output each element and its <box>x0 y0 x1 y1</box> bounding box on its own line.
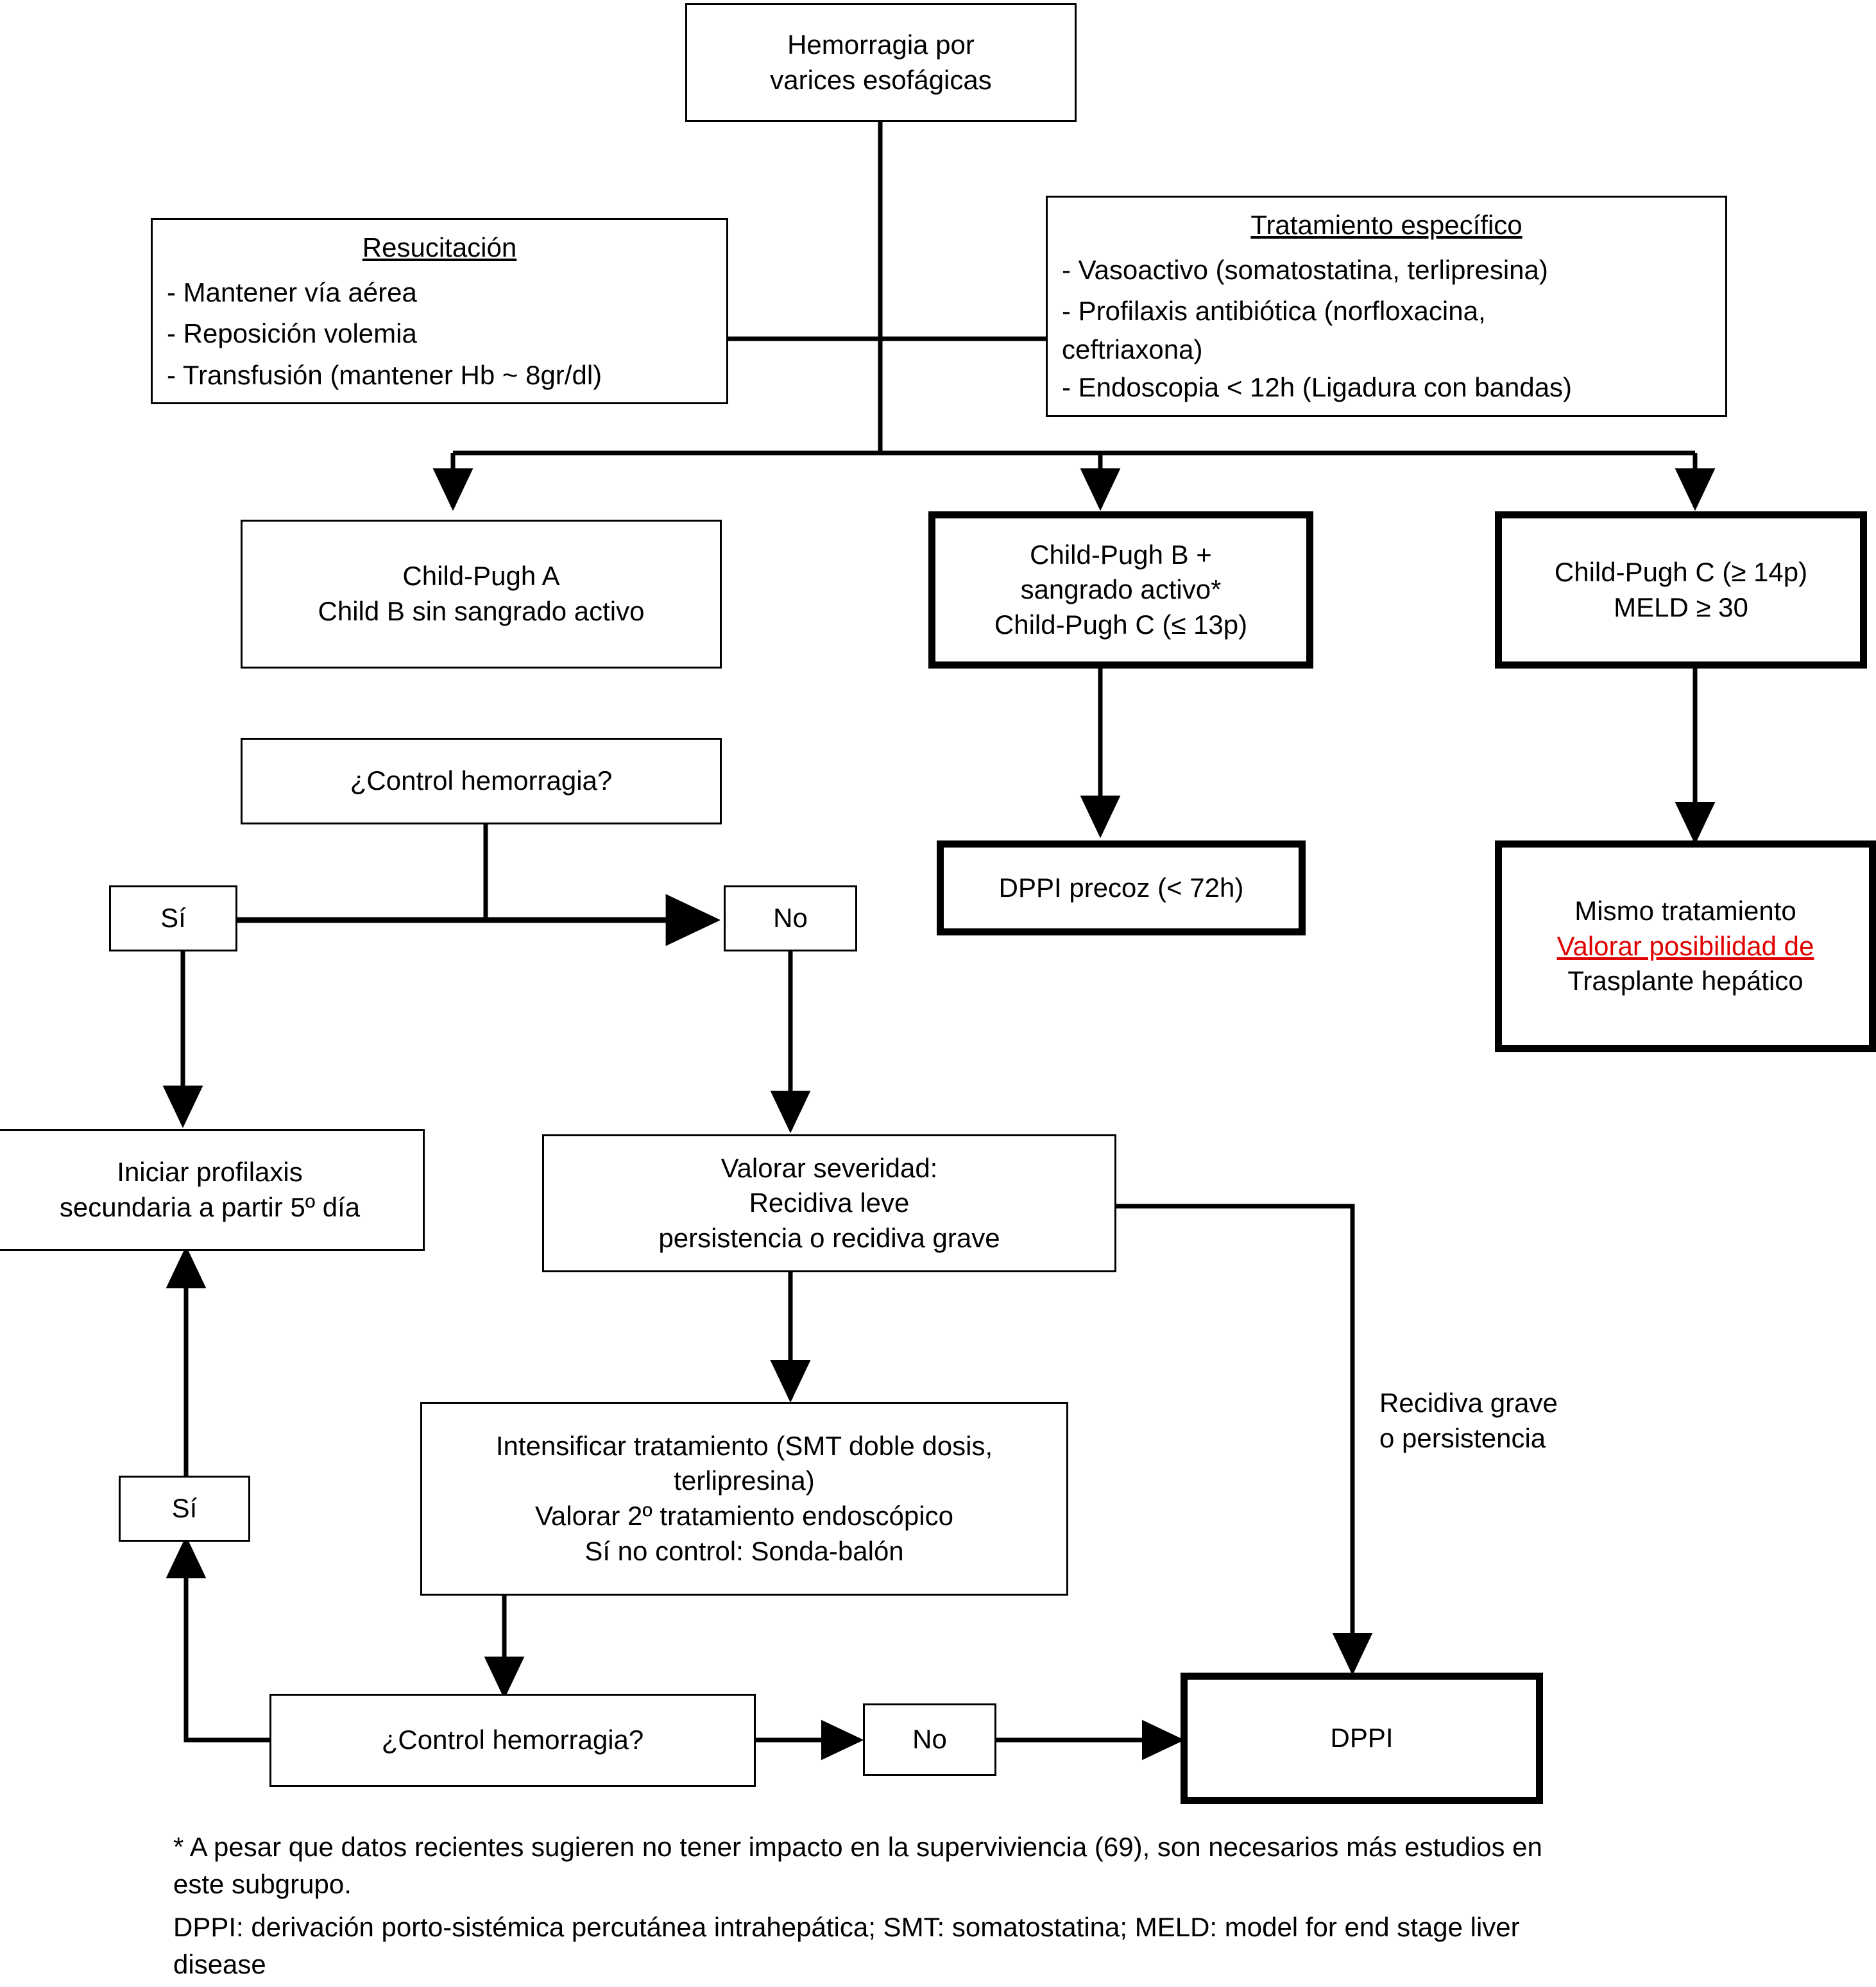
node-assess-severity[interactable]: Valorar severidad: Recidiva leve persist… <box>542 1134 1116 1272</box>
secondary-prophylaxis-line-2: secundaria a partir 5º día <box>59 1192 361 1222</box>
node-no-2[interactable]: No <box>863 1703 996 1776</box>
node-intensify-treatment[interactable]: Intensificar tratamiento (SMT doble dosi… <box>420 1402 1068 1596</box>
node-child-pugh-a[interactable]: Child-Pugh A Child B sin sangrado activo <box>241 520 722 669</box>
yes-2-label: Sí <box>171 1493 198 1524</box>
specific-treatment-item-0: - Vasoactivo (somatostatina, terlipresin… <box>1062 254 1548 285</box>
no-2-label: No <box>912 1724 947 1755</box>
node-secondary-prophylaxis[interactable]: Iniciar profilaxis secundaria a partir 5… <box>0 1129 425 1251</box>
child-c-line-1: Child-Pugh C (≥ 14p) <box>1554 556 1808 587</box>
resuscitation-item-0: - Mantener vía aérea <box>167 277 417 307</box>
node-yes-2[interactable]: Sí <box>119 1476 250 1542</box>
node-same-treatment-transplant[interactable]: Mismo tratamiento Valorar posibilidad de… <box>1495 840 1876 1052</box>
node-no-1[interactable]: No <box>724 885 857 951</box>
secondary-prophylaxis-line-1: Iniciar profilaxis <box>117 1157 303 1188</box>
no-1-label: No <box>773 903 808 934</box>
child-b-line-2: sangrado activo* <box>1020 574 1222 605</box>
edge-label-severe-relapse: Recidiva grave o persistencia <box>1379 1388 1558 1453</box>
child-a-line-2: Child B sin sangrado activo <box>318 596 645 626</box>
footnote-abbreviations: DPPI: derivación porto-sistémica percutá… <box>173 1912 1520 1979</box>
resuscitation-item-2: - Transfusión (mantener Hb ~ 8gr/dl) <box>167 359 602 390</box>
tips-label: DPPI <box>1330 1723 1394 1753</box>
specific-treatment-header: Tratamiento específico <box>1250 210 1522 240</box>
node-specific-treatment[interactable]: Tratamiento específico - Vasoactivo (som… <box>1046 196 1727 417</box>
title-line-1: Hemorragia por <box>787 29 975 60</box>
tips-early-label: DPPI precoz (< 72h) <box>998 872 1244 903</box>
child-c-line-2: MELD ≥ 30 <box>1614 592 1748 622</box>
same-treatment-line-1: Mismo tratamiento <box>1574 896 1796 926</box>
intensify-line-4: Sí no control: Sonda-balón <box>584 1535 904 1566</box>
node-resuscitation[interactable]: Resucitación - Mantener vía aérea - Repo… <box>151 218 728 404</box>
specific-treatment-item-3: - Endoscopia < 12h (Ligadura con bandas) <box>1062 372 1573 403</box>
node-control-hemorrhage-question-1[interactable]: ¿Control hemorragia? <box>241 738 722 824</box>
control-q2-label: ¿Control hemorragia? <box>381 1725 644 1755</box>
specific-treatment-item-2: ceftriaxona) <box>1062 334 1203 364</box>
child-b-line-3: Child-Pugh C (≤ 13p) <box>994 609 1248 640</box>
node-tips[interactable]: DPPI <box>1181 1673 1543 1804</box>
resuscitation-header: Resucitación <box>362 232 517 262</box>
specific-treatment-item-1: - Profilaxis antibiótica (norfloxacina, <box>1062 296 1486 327</box>
intensify-line-3: Valorar 2º tratamiento endoscópico <box>535 1501 953 1531</box>
assess-severity-line-2: Recidiva leve <box>749 1188 910 1218</box>
control-q1-label: ¿Control hemorragia? <box>350 765 613 796</box>
node-yes-1[interactable]: Sí <box>109 885 237 951</box>
assess-severity-line-1: Valorar severidad: <box>721 1152 938 1183</box>
yes-1-label: Sí <box>160 903 186 934</box>
node-control-hemorrhage-question-2[interactable]: ¿Control hemorragia? <box>269 1694 756 1787</box>
node-child-pugh-c-severe[interactable]: Child-Pugh C (≥ 14p) MELD ≥ 30 <box>1495 511 1867 669</box>
assess-severity-line-3: persistencia o recidiva grave <box>658 1222 1000 1253</box>
node-hemorrhage-title[interactable]: Hemorragia por varices esofágicas <box>685 3 1077 122</box>
title-line-2: varices esofágicas <box>770 64 992 95</box>
same-treatment-line-3: Trasplante hepático <box>1567 966 1804 996</box>
node-tips-early[interactable]: DPPI precoz (< 72h) <box>937 840 1306 935</box>
same-treatment-line-2-highlight: Valorar posibilidad de <box>1556 930 1814 961</box>
child-b-line-1: Child-Pugh B + <box>1030 539 1212 570</box>
footnote-asterisk: * A pesar que datos recientes sugieren n… <box>173 1832 1542 1899</box>
child-a-line-1: Child-Pugh A <box>402 561 560 592</box>
intensify-line-1: Intensificar tratamiento (SMT doble dosi… <box>495 1430 993 1461</box>
intensify-line-2: terlipresina) <box>674 1465 815 1496</box>
node-child-pugh-b-active-bleeding[interactable]: Child-Pugh B + sangrado activo* Child-Pu… <box>928 511 1313 669</box>
resuscitation-item-1: - Reposición volemia <box>167 318 417 349</box>
